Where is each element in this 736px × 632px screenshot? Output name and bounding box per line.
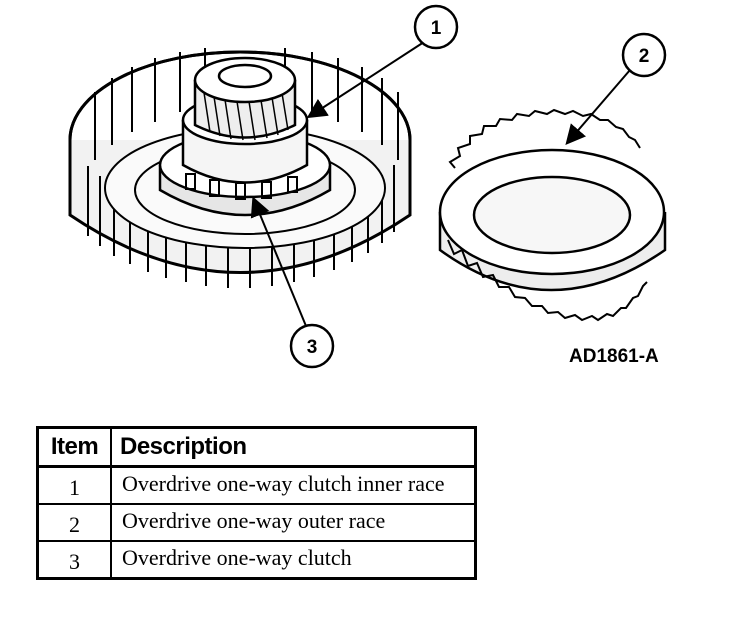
callout-2: 2 bbox=[565, 32, 667, 146]
inner-race-hub bbox=[181, 56, 309, 184]
item-description: Overdrive one-way clutch bbox=[110, 540, 477, 580]
item-number: 1 bbox=[36, 465, 112, 505]
outer-race-bore bbox=[472, 175, 632, 255]
transmission-parts-illustration: 1 2 3 bbox=[68, 4, 667, 369]
callout-1: 1 bbox=[306, 4, 459, 119]
item-description: Overdrive one-way clutch inner race bbox=[110, 465, 477, 505]
callout-2-label: 2 bbox=[639, 46, 650, 67]
callout-3-label: 3 bbox=[307, 337, 318, 358]
table-row: 3 Overdrive one-way clutch bbox=[36, 540, 477, 580]
item-number: 3 bbox=[36, 540, 112, 580]
description-column-header: Description bbox=[110, 426, 477, 468]
clutch-drum-assembly bbox=[68, 48, 412, 288]
figure-code: AD1861-A bbox=[569, 346, 659, 367]
item-description: Overdrive one-way outer race bbox=[110, 503, 477, 542]
callout-3: 3 bbox=[250, 196, 335, 369]
item-number: 2 bbox=[36, 503, 112, 542]
callout-1-label: 1 bbox=[431, 18, 442, 39]
parts-table: Item Description 1 Overdrive one-way clu… bbox=[36, 426, 477, 580]
outer-race-teeth bbox=[447, 108, 648, 322]
table-row: 2 Overdrive one-way outer race bbox=[36, 503, 477, 542]
table-header-row: Item Description bbox=[36, 426, 477, 468]
table-row: 1 Overdrive one-way clutch inner race bbox=[36, 465, 477, 505]
item-column-header: Item bbox=[36, 426, 112, 468]
outer-race-ring bbox=[438, 108, 667, 322]
